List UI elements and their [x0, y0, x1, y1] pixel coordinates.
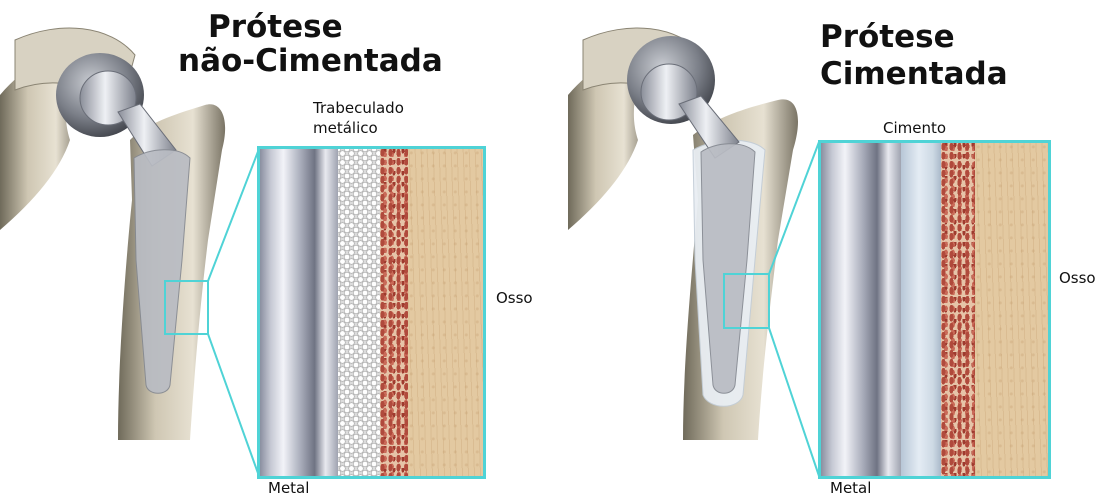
trabecular-metal-label: Trabeculado metálico — [313, 98, 433, 138]
title-line-2: não-Cimentada — [178, 44, 443, 78]
cement-layer — [901, 143, 941, 476]
title-line-1: Prótese — [820, 20, 955, 54]
zoom-detail — [818, 140, 1051, 479]
zoom-line-bottom — [208, 334, 259, 476]
zoom-detail — [257, 146, 486, 479]
cortical-bone-layer — [975, 143, 1051, 476]
title-line-1: Prótese — [208, 10, 343, 44]
cement-label: Cimento — [883, 119, 946, 137]
bone-label: Osso — [1059, 269, 1096, 287]
uncemented-prosthesis-panel: Prótese não-Cimentada Trabeculado metáli… — [0, 0, 553, 497]
trabecular-metal-layer — [338, 149, 380, 476]
metal-layer — [260, 149, 338, 476]
cortical-bone-layer — [408, 149, 486, 476]
title-line-2: Cimentada — [820, 57, 1008, 91]
metal-layer — [821, 143, 901, 476]
cemented-prosthesis-panel: Prótese Cimentada Cimento Osso Metal — [553, 0, 1106, 497]
bone-label: Osso — [496, 289, 533, 307]
cancellous-bone-layer — [941, 143, 975, 476]
cancellous-bone-layer — [380, 149, 408, 476]
metal-label: Metal — [268, 479, 309, 497]
metal-label: Metal — [830, 479, 871, 497]
zoom-line-bottom — [769, 328, 819, 476]
